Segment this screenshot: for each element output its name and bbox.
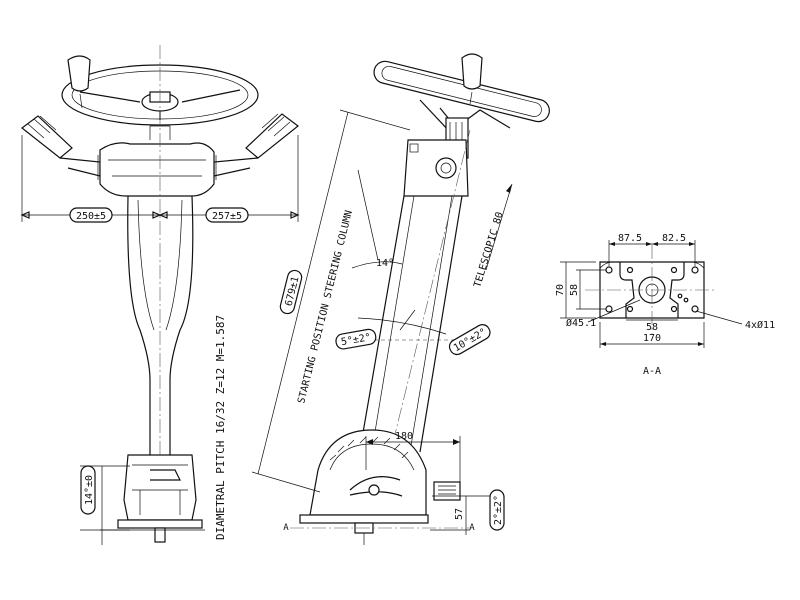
front-view: 250±5 257±5 14°±0 DIAMETRAL PITCH 16/32 … <box>20 45 300 545</box>
tilt-range-dimension: 14°±0 <box>80 465 130 545</box>
dim-base-height: 57 <box>454 508 465 520</box>
starting-position-label: STARTING POSITION STEERING COLUMN <box>296 209 355 404</box>
telescopic-dimension: TELESCOPIC 80 <box>472 183 513 289</box>
section-marker-right: A <box>469 523 475 533</box>
dim-base-offset: 180 <box>395 431 413 442</box>
column-side <box>359 195 463 453</box>
left-lever <box>21 115 101 177</box>
dim-left-reach: 250±5 <box>76 211 106 222</box>
dim-base-tilt: 2°±2° <box>493 495 504 525</box>
section-title: A-A <box>643 366 661 377</box>
dim-bore: Ø45.1 <box>566 317 596 329</box>
spinner-knob-side <box>461 53 483 90</box>
base-offset-dimension: 180 <box>365 431 461 485</box>
spinner-knob-front <box>67 55 91 92</box>
dim-width-right: 82.5 <box>662 233 686 244</box>
side-view: A A 679±1 STARTING POSITION STEERING COL… <box>251 53 550 545</box>
dim-overall: 170 <box>643 333 661 344</box>
base-height-dimension: 57 2°±2° <box>430 489 505 535</box>
control-head <box>99 142 215 197</box>
angle-indicators: 14° 5°±2° 10°±2° <box>335 169 491 356</box>
dim-height-outer: 70 <box>555 284 566 296</box>
reach-dimension: 250±5 257±5 <box>20 135 300 223</box>
column-body-front <box>127 195 194 460</box>
dim-angle-14: 14° <box>376 258 394 269</box>
right-lever <box>213 113 299 177</box>
dim-tilt-range: 14°±0 <box>84 475 95 505</box>
dim-start-angle-tol: 5°±2° <box>340 332 372 348</box>
dim-slot: 58 <box>646 322 658 333</box>
section-a-a: 87.5 82.5 70 58 Ø45.1 58 170 4xØ11 A-A <box>555 233 775 377</box>
dim-right-reach: 257±5 <box>212 211 242 222</box>
dim-width-left: 87.5 <box>618 233 642 244</box>
pitch-note: DIAMETRAL PITCH 16/32 Z=12 M=1.587 <box>214 315 227 540</box>
section-marker-left: A <box>283 523 289 533</box>
dim-height-inner: 58 <box>569 284 580 296</box>
telescopic-label: TELESCOPIC 80 <box>472 211 505 289</box>
dim-holes: 4xØ11 <box>745 319 775 331</box>
section-cut: A A <box>283 523 475 533</box>
